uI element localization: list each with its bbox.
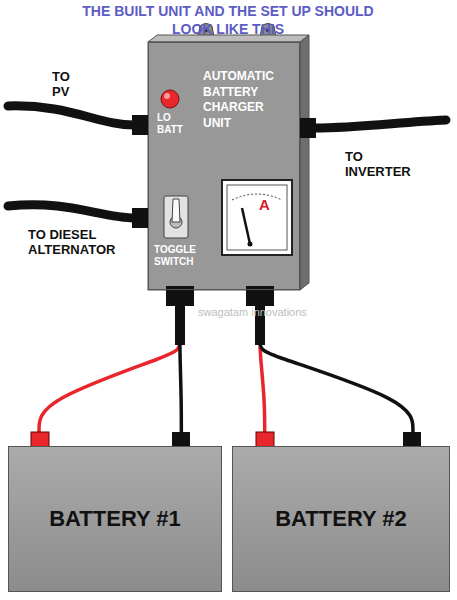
battery: BATTERY #2 — [232, 446, 450, 592]
led-glint — [164, 93, 170, 99]
charger-unit-text: AUTOMATIC BATTERY CHARGER UNIT — [203, 69, 293, 131]
meter-frame — [227, 185, 287, 250]
cable-gland — [246, 286, 274, 306]
ammeter-text: A — [259, 197, 281, 214]
box-side — [300, 35, 309, 290]
watermark: swagatam innovations — [198, 306, 338, 319]
ammeter: A — [223, 181, 293, 256]
indicator-label: LO BATT — [157, 112, 189, 135]
cable-gland — [300, 118, 316, 138]
cable-gland — [132, 208, 149, 228]
meter-needle — [242, 208, 250, 244]
meter-face — [222, 180, 292, 255]
battery-cable — [175, 300, 185, 345]
led — [161, 90, 179, 108]
meter-pivot — [248, 242, 253, 247]
pv-cable — [8, 106, 136, 125]
diesel-cable — [8, 205, 136, 218]
switch-label: TOGGLE SWITCH — [154, 244, 210, 267]
battery-text: BATTERY #1 — [49, 506, 181, 532]
title: THE BUILT UNIT AND THE SET UP SHOULD LOO… — [68, 2, 388, 38]
connection-label: TO DIESEL ALTERNATOR — [28, 228, 128, 258]
meter-scale — [232, 194, 282, 200]
switch-lever — [172, 199, 180, 222]
box-face — [148, 42, 300, 290]
connection-label: TO INVERTER — [345, 150, 425, 180]
inverter-cable — [314, 120, 446, 128]
negative-wire — [180, 290, 181, 446]
switch-plate — [164, 196, 188, 238]
cable-gland — [166, 286, 194, 306]
connection-label: TO PV — [52, 70, 84, 100]
battery-text: BATTERY #2 — [275, 506, 407, 532]
cable-gland — [132, 115, 149, 135]
battery: BATTERY #1 — [8, 446, 222, 592]
positive-wire — [39, 290, 180, 446]
